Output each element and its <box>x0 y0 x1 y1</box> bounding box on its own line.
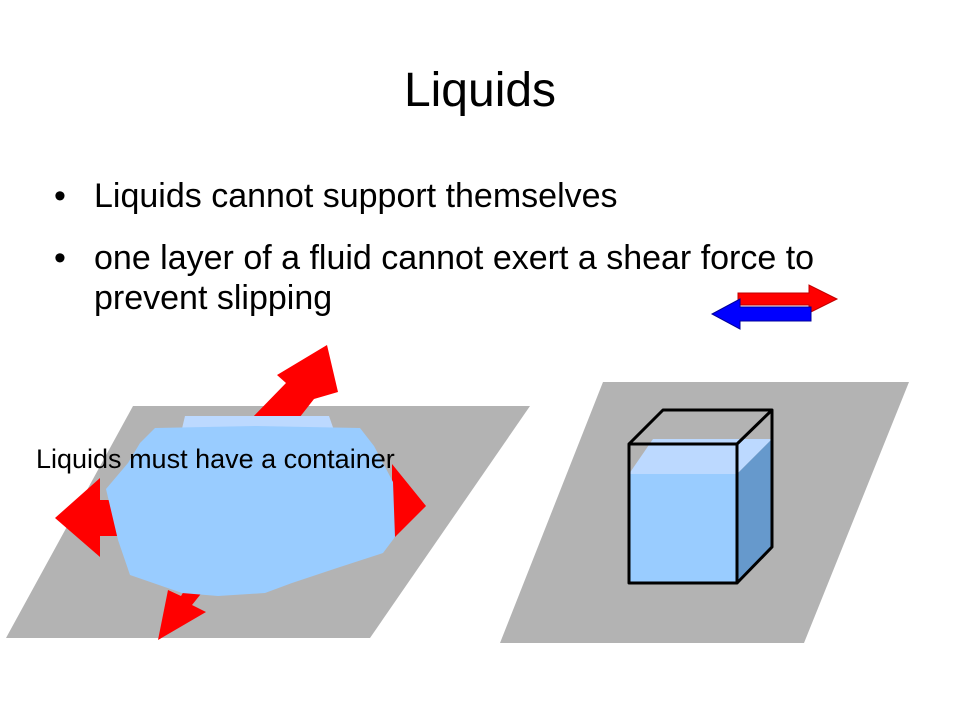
container-box <box>627 408 774 585</box>
bullet-list: • Liquids cannot support themselves • on… <box>54 176 894 318</box>
container-caption: Liquids must have a container <box>36 444 395 474</box>
puddle-body <box>106 426 395 596</box>
slide-title: Liquids <box>403 64 557 117</box>
bullet-dot: • <box>54 239 66 277</box>
red-shear-arrow <box>737 284 839 314</box>
liquid-side <box>737 439 772 583</box>
liquid-front <box>629 474 737 583</box>
bullet-item: • one layer of a fluid cannot exert a sh… <box>54 238 894 318</box>
bullet-dot: • <box>54 177 66 215</box>
shear-arrows-icon <box>710 284 839 330</box>
blue-shear-arrow <box>710 298 812 330</box>
bullet-text: Liquids cannot support themselves <box>94 177 618 215</box>
bullet-text: one layer of a fluid cannot exert a shea… <box>94 239 815 317</box>
liquid-container-icon <box>627 408 774 585</box>
bullet-item: • Liquids cannot support themselves <box>54 176 894 216</box>
liquid-puddle <box>106 416 395 596</box>
arrow-left <box>55 478 140 557</box>
